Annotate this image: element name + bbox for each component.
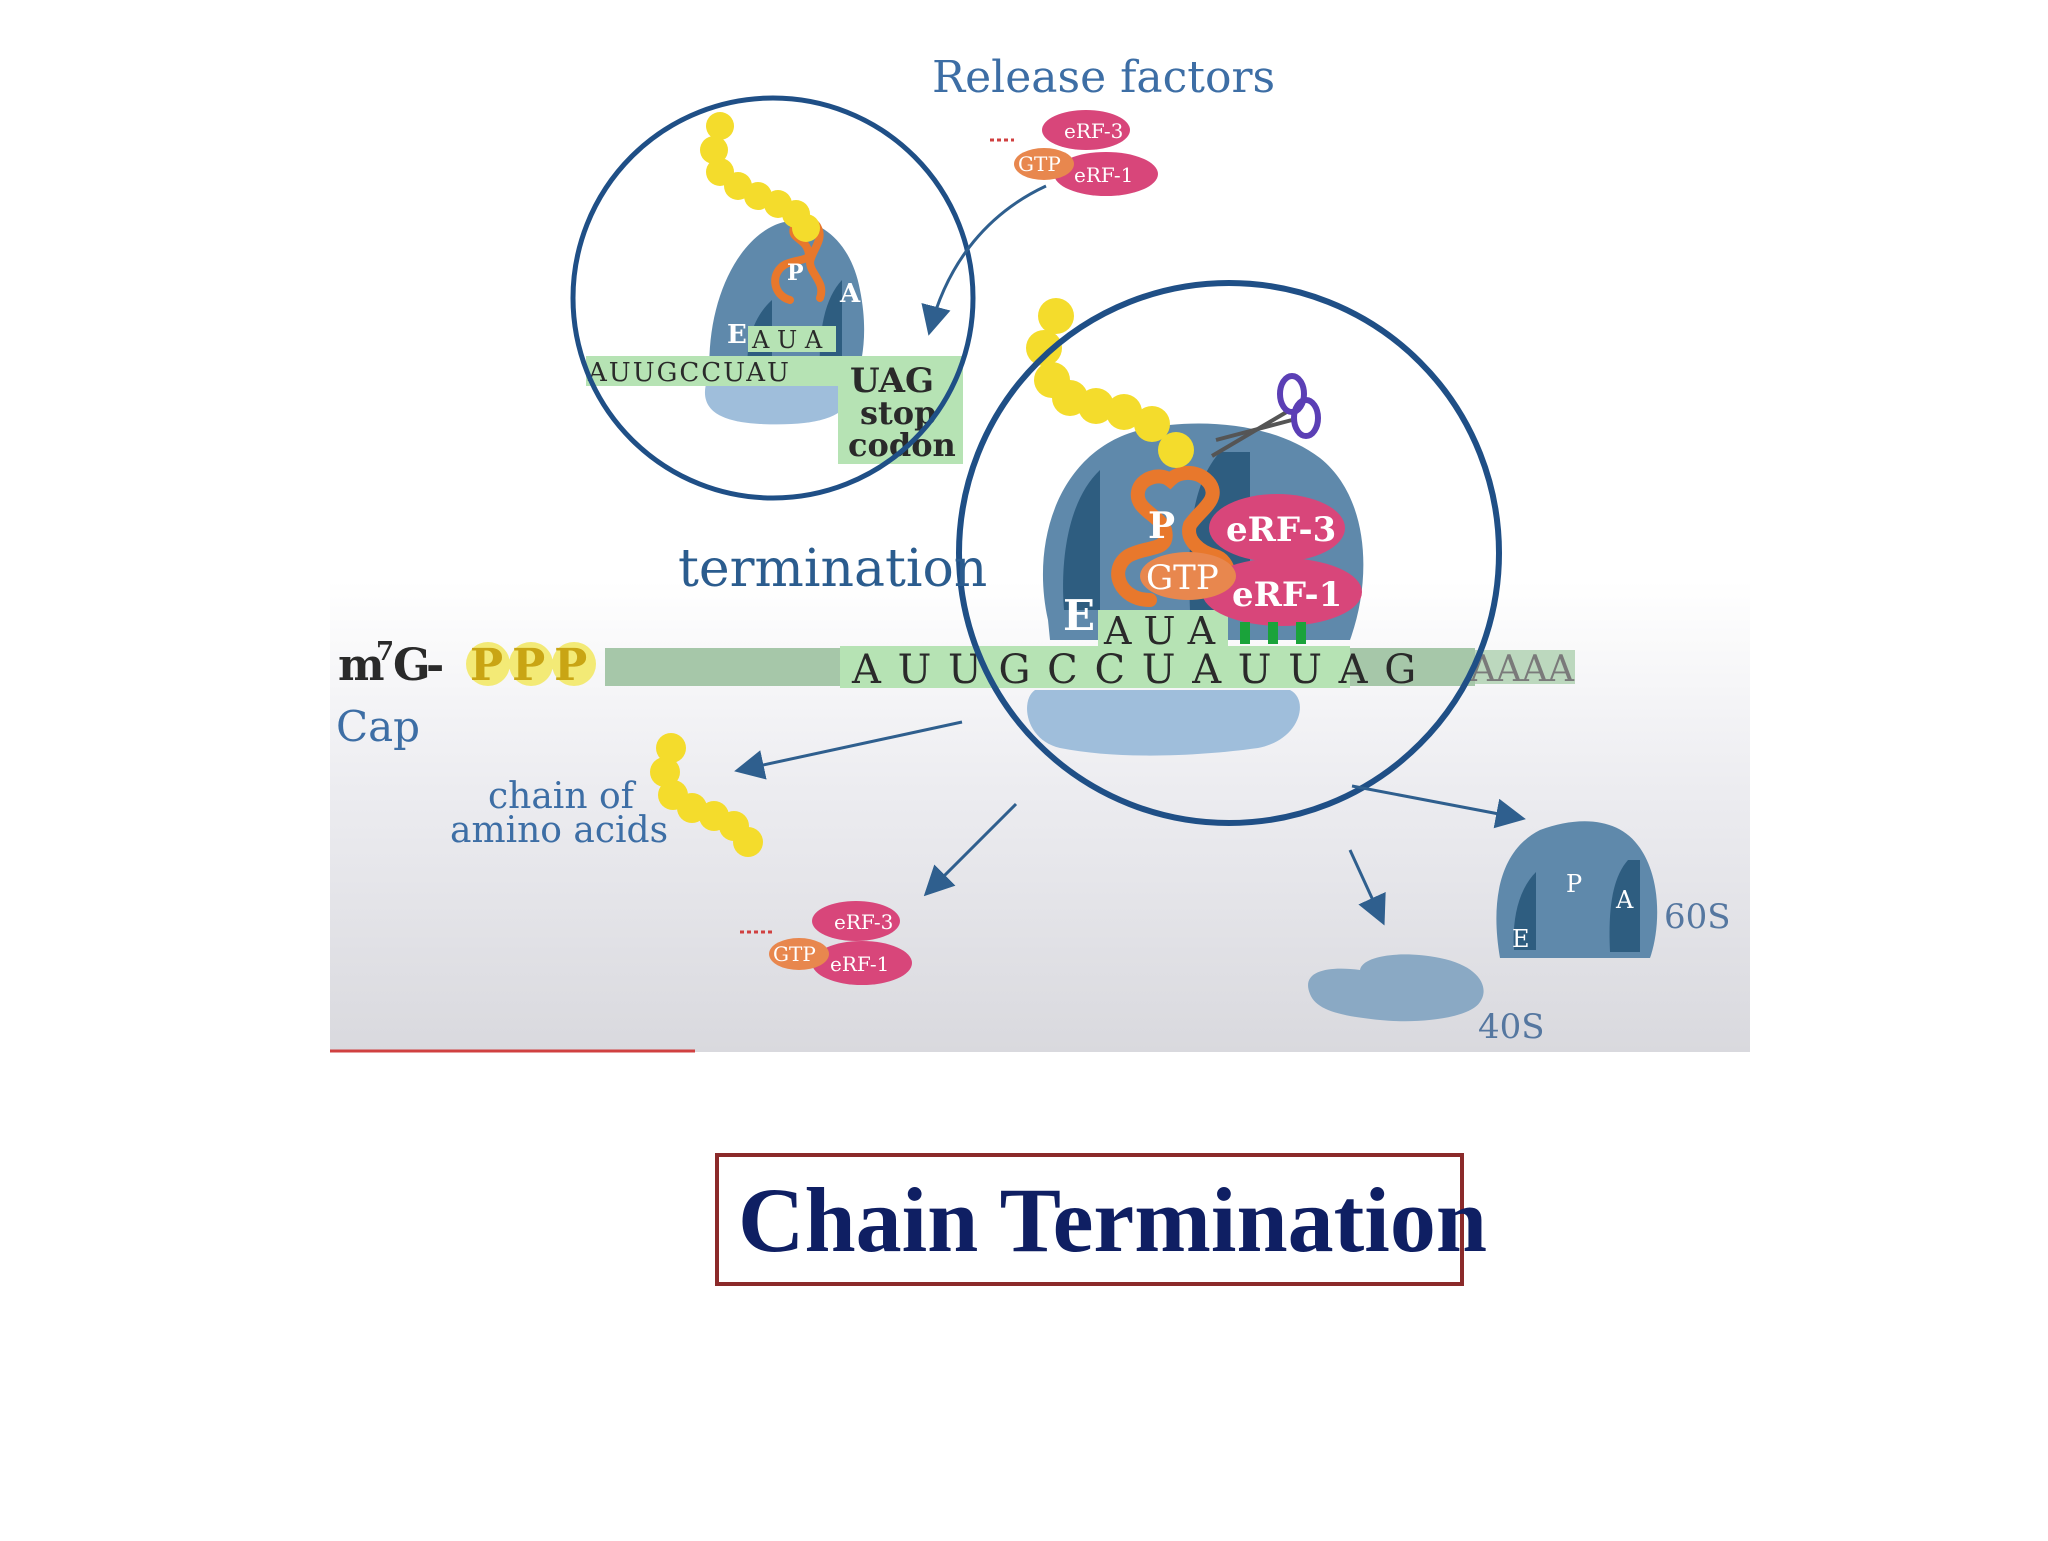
site-e-60s: E bbox=[1512, 925, 1530, 953]
cap-superscript: 7 bbox=[376, 637, 394, 667]
gtp-bound bbox=[1140, 552, 1236, 600]
hbond-2 bbox=[1268, 622, 1278, 644]
site-e-main: E bbox=[1063, 591, 1095, 640]
cap-dash: - bbox=[426, 640, 444, 691]
poly-a-tail: AAAA bbox=[1469, 649, 1575, 690]
small-subunit-inset bbox=[704, 384, 850, 425]
mrna-highlight bbox=[840, 646, 1350, 688]
termination-label: termination bbox=[678, 539, 987, 599]
arrow-to-release-factors bbox=[923, 802, 1018, 897]
phosphate-1 bbox=[466, 642, 510, 686]
stop-codon-codon: codon bbox=[848, 426, 956, 464]
small-subunit-40s bbox=[1308, 954, 1484, 1022]
phosphate-3 bbox=[552, 642, 596, 686]
stop-codon-box bbox=[838, 356, 963, 464]
site-e-inset: E bbox=[727, 320, 747, 350]
erf1-bottom-label: eRF-1 bbox=[830, 952, 889, 976]
erf1-bound-label: eRF-1 bbox=[1232, 575, 1342, 615]
inset-mrna-sequence: AUUGCCUAU bbox=[587, 358, 791, 388]
release-factors-label: Release factors bbox=[932, 52, 1275, 103]
amino-acid-chain-inset bbox=[700, 112, 820, 242]
anticodon-box-inset bbox=[748, 326, 836, 352]
anticodon-box-main bbox=[1098, 610, 1228, 650]
large-subunit-60s bbox=[1496, 821, 1658, 958]
erf1-bound bbox=[1202, 558, 1362, 626]
erf3-top-label: eRF-3 bbox=[1064, 119, 1123, 143]
amino-acid-chain-main bbox=[1026, 298, 1194, 468]
cap-label: Cap bbox=[336, 702, 420, 751]
cap-g: G bbox=[393, 640, 431, 691]
mrna-sequence-main: A U U G C C U A U U A G bbox=[851, 647, 1418, 693]
erf1-top-label: eRF-1 bbox=[1074, 163, 1133, 187]
title-box bbox=[715, 1153, 1464, 1286]
erf3-bound bbox=[1209, 494, 1345, 562]
gtp-bottom-label: GTP bbox=[773, 942, 816, 966]
site-p-inset: P bbox=[787, 260, 804, 286]
arrow-to-40s bbox=[1348, 849, 1386, 926]
site-a-inset: A bbox=[839, 279, 861, 309]
hbond-1 bbox=[1240, 622, 1250, 644]
hbond-3 bbox=[1296, 622, 1306, 644]
cap-ppp: PPP bbox=[470, 640, 596, 691]
inset-mrna-strand bbox=[586, 356, 838, 386]
inset-zoom-circle bbox=[570, 95, 976, 501]
mrna-tail-strand bbox=[1475, 650, 1575, 684]
slide-title: Chain Termination bbox=[738, 1169, 1487, 1271]
label-60s: 60S bbox=[1664, 897, 1731, 937]
scissors-icon bbox=[1210, 373, 1321, 458]
site-p-60s: P bbox=[1566, 870, 1582, 898]
arrow-to-chain bbox=[734, 720, 963, 780]
chain-label-line2: amino acids bbox=[450, 810, 668, 851]
stop-codon-uag: UAG bbox=[850, 361, 934, 401]
gtp-bound-label: GTP bbox=[1146, 558, 1219, 598]
anticodon-inset: A U A bbox=[751, 326, 823, 354]
gtp-top-label: GTP bbox=[1018, 152, 1061, 176]
cap-m: m bbox=[338, 640, 385, 691]
released-amino-acid-chain bbox=[650, 733, 763, 857]
erf3-bottom-label: eRF-3 bbox=[834, 910, 893, 934]
main-zoom-circle bbox=[956, 280, 1502, 826]
arrow-release-to-inset bbox=[921, 184, 1047, 336]
anticodon-main: A U A bbox=[1103, 609, 1216, 653]
site-a-60s: A bbox=[1615, 886, 1634, 914]
release-factor-complex-bottom bbox=[740, 901, 912, 985]
trna-main bbox=[1111, 466, 1236, 607]
erf3-bound-label: eRF-3 bbox=[1226, 510, 1336, 550]
ribosome-e-site-main bbox=[1063, 470, 1100, 610]
label-40s: 40S bbox=[1478, 1007, 1545, 1047]
chain-label-line1: chain of bbox=[488, 776, 637, 817]
site-p-main: P bbox=[1148, 505, 1175, 547]
phosphate-2 bbox=[509, 642, 553, 686]
release-factor-complex-top bbox=[990, 110, 1158, 196]
small-subunit-main bbox=[1027, 690, 1300, 756]
arrow-to-60s bbox=[1351, 784, 1526, 829]
